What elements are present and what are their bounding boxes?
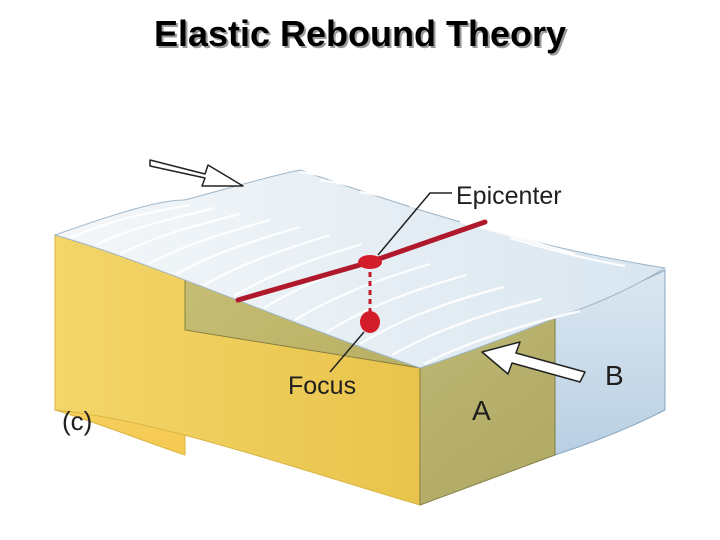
epicenter-marker [358,255,382,269]
slide-title: Elastic Rebound Theory [153,13,567,54]
focus-label: Focus [288,372,356,400]
focus-marker [360,311,380,333]
arrow-right-icon [149,159,244,187]
top-surface [53,169,667,369]
block-a-label: A [472,395,491,426]
epicenter-label: Epicenter [456,182,562,210]
block-b-label: B [605,360,624,391]
panel-label: (c) [62,406,92,436]
arrow-left-icon [481,341,586,383]
focus-leader [329,331,365,373]
epicenter-leader [377,192,452,256]
